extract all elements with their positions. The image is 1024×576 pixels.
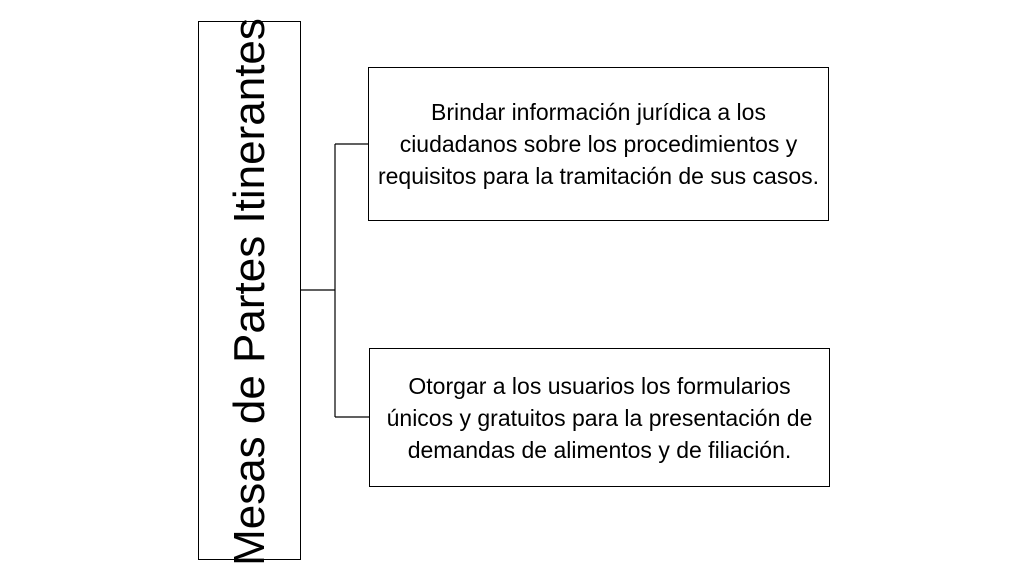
root-node-box: Mesas de Partes Itinerantes	[198, 18, 301, 566]
child-node-1: Brindar información jurídica a los ciuda…	[368, 67, 829, 221]
child-node-2-label: Otorgar a los usuarios los formularios ú…	[386, 372, 813, 463]
child-node-1-label: Brindar información jurídica a los ciuda…	[377, 99, 820, 189]
root-node-label: Mesas de Partes Itinerantes	[225, 18, 274, 566]
child-node-2: Otorgar a los usuarios los formularios ú…	[369, 348, 830, 487]
